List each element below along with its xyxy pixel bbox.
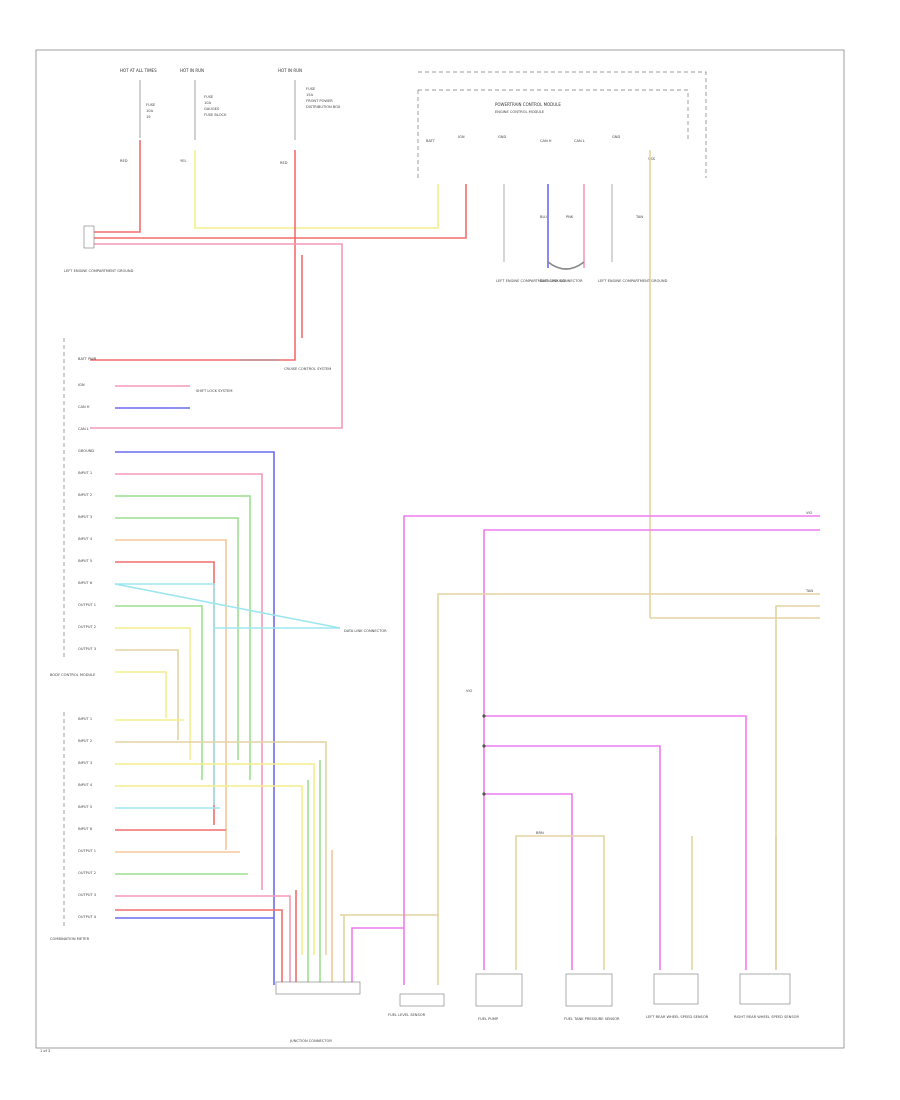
svg-text:10A: 10A	[146, 109, 154, 113]
left-ground-label: LEFT ENGINE COMPARTMENT GROUND	[64, 269, 134, 273]
svg-text:RIGHT REAR WHEEL SPEED SENSOR: RIGHT REAR WHEEL SPEED SENSOR	[734, 1015, 799, 1019]
bcm-pin-10: INPUT 5	[78, 559, 92, 563]
bcm-pin-12: OUTPUT 1	[78, 603, 96, 607]
fuse-group-3: HOT IN RUN FUSE 15A FRONT POWER DISTRIBU…	[278, 68, 341, 109]
svg-text:GND: GND	[612, 135, 620, 139]
svg-text:OUTPUT 4: OUTPUT 4	[78, 915, 97, 919]
fuse-1-title: HOT AT ALL TIMES	[120, 68, 157, 73]
fuse-group-2: HOT IN RUN FUSE 10A GAUGES FUSE BLOCK	[180, 68, 227, 117]
wire-label: RED	[120, 159, 128, 163]
wire-label: VIO	[466, 689, 473, 693]
svg-text:CAN L: CAN L	[574, 139, 585, 143]
svg-text:FUSE: FUSE	[146, 103, 156, 107]
wire-label: VIO	[806, 511, 813, 515]
combination-meter: INPUT 1 INPUT 2 INPUT 3 INPUT 4 INPUT 5 …	[50, 712, 97, 941]
data-link-label-2: DATA LINK CONNECTOR	[344, 629, 387, 633]
bcm-pin-2: IGN	[78, 383, 85, 387]
bcm-title: BODY CONTROL MODULE	[50, 673, 96, 677]
svg-text:FUEL PUMP: FUEL PUMP	[478, 1017, 499, 1021]
svg-text:CAN H: CAN H	[540, 139, 552, 143]
svg-text:FUSE: FUSE	[204, 95, 214, 99]
ground-label-2: LEFT ENGINE COMPARTMENT GROUND	[598, 279, 668, 283]
meter-title: COMBINATION METER	[50, 937, 90, 941]
svg-text:10A: 10A	[204, 101, 212, 105]
pcm-title: POWERTRAIN CONTROL MODULE	[495, 102, 561, 107]
wire-label: YEL	[180, 159, 186, 163]
bcm-pin-4: CAN L	[78, 427, 89, 431]
svg-text:INPUT 1: INPUT 1	[78, 717, 92, 721]
data-link-label: DATA LINK CONNECTOR	[540, 279, 583, 283]
svg-text:FUSE BLOCK: FUSE BLOCK	[204, 113, 227, 117]
fuel-tank-pressure-sensor: FUEL TANK PRESSURE SENSOR	[564, 973, 620, 1021]
pcm-module: POWERTRAIN CONTROL MODULE ENGINE CONTROL…	[417, 71, 707, 178]
svg-text:INPUT 3: INPUT 3	[78, 761, 92, 765]
wire-label: BLU	[540, 215, 547, 219]
bcm-pin-7: INPUT 2	[78, 493, 92, 497]
page-number: 1 of 3	[40, 1049, 50, 1053]
svg-text:LEFT REAR WHEEL SPEED SENSOR: LEFT REAR WHEEL SPEED SENSOR	[646, 1015, 709, 1019]
bcm-pin-11: INPUT 6	[78, 581, 93, 585]
svg-text:GND: GND	[498, 135, 506, 139]
svg-text:19: 19	[146, 115, 151, 119]
svg-text:DISTRIBUTION BOX: DISTRIBUTION BOX	[306, 105, 341, 109]
svg-text:INPUT 2: INPUT 2	[78, 739, 92, 743]
diagram-frame	[35, 49, 845, 1049]
right-rear-wheel-speed-sensor: RIGHT REAR WHEEL SPEED SENSOR	[734, 973, 799, 1019]
wire-label: BRN	[536, 831, 544, 835]
bcm-pin-9: INPUT 4	[78, 537, 93, 541]
fuse-group-1: HOT AT ALL TIMES FUSE 10A 19	[120, 68, 157, 119]
svg-text:OUTPUT 1: OUTPUT 1	[78, 849, 96, 853]
svg-text:FUEL TANK PRESSURE SENSOR: FUEL TANK PRESSURE SENSOR	[564, 1017, 620, 1021]
wire-label: TAN	[805, 589, 813, 593]
bcm-pin-6: INPUT 1	[78, 471, 92, 475]
svg-text:FUSE: FUSE	[306, 87, 316, 91]
junction-connector: JUNCTION CONNECTOR	[275, 981, 361, 1043]
left-rear-wheel-speed-sensor: LEFT REAR WHEEL SPEED SENSOR	[646, 973, 709, 1019]
svg-text:OUTPUT 3: OUTPUT 3	[78, 893, 96, 897]
bcm-pin-13: OUTPUT 2	[78, 625, 96, 629]
fuse-3-title: HOT IN RUN	[278, 68, 302, 73]
svg-text:15A: 15A	[306, 93, 314, 97]
cruise-label: CRUISE CONTROL SYSTEM	[284, 367, 331, 371]
svg-text:IGN: IGN	[458, 135, 465, 139]
svg-text:FUEL LEVEL SENSOR: FUEL LEVEL SENSOR	[388, 1013, 426, 1017]
shift-lock-label: SHIFT LOCK SYSTEM	[196, 389, 232, 393]
body-control-module: BATT PWR IGN CAN H CAN L GROUND INPUT 1 …	[50, 338, 97, 677]
fuel-pump: FUEL PUMP	[475, 973, 523, 1021]
svg-text:FRONT POWER: FRONT POWER	[306, 99, 333, 103]
bcm-pin-1: BATT PWR	[78, 357, 97, 361]
bcm-pin-14: OUTPUT 3	[78, 647, 96, 651]
wire-label: PNK	[566, 215, 574, 219]
svg-text:BATT: BATT	[426, 139, 436, 143]
svg-text:INPUT 4: INPUT 4	[78, 783, 93, 787]
svg-text:INPUT 5: INPUT 5	[78, 805, 92, 809]
fuse-2-title: HOT IN RUN	[180, 68, 204, 73]
bcm-pin-8: INPUT 3	[78, 515, 92, 519]
svg-text:OUTPUT 2: OUTPUT 2	[78, 871, 96, 875]
svg-text:VSS: VSS	[648, 157, 656, 161]
svg-text:GAUGES: GAUGES	[204, 107, 220, 111]
junction-label: JUNCTION CONNECTOR	[289, 1039, 332, 1043]
pcm-subtitle: ENGINE CONTROL MODULE	[495, 110, 545, 114]
bcm-pin-3: CAN H	[78, 405, 90, 409]
wire-label: RED	[280, 161, 288, 165]
bcm-pin-5: GROUND	[78, 449, 94, 453]
svg-text:INPUT 6: INPUT 6	[78, 827, 93, 831]
ground-label-1: LEFT ENGINE COMPARTMENT GROUND	[496, 279, 566, 283]
wire-label: TAN	[635, 215, 643, 219]
fuel-level-sensor: FUEL LEVEL SENSOR	[388, 993, 445, 1017]
